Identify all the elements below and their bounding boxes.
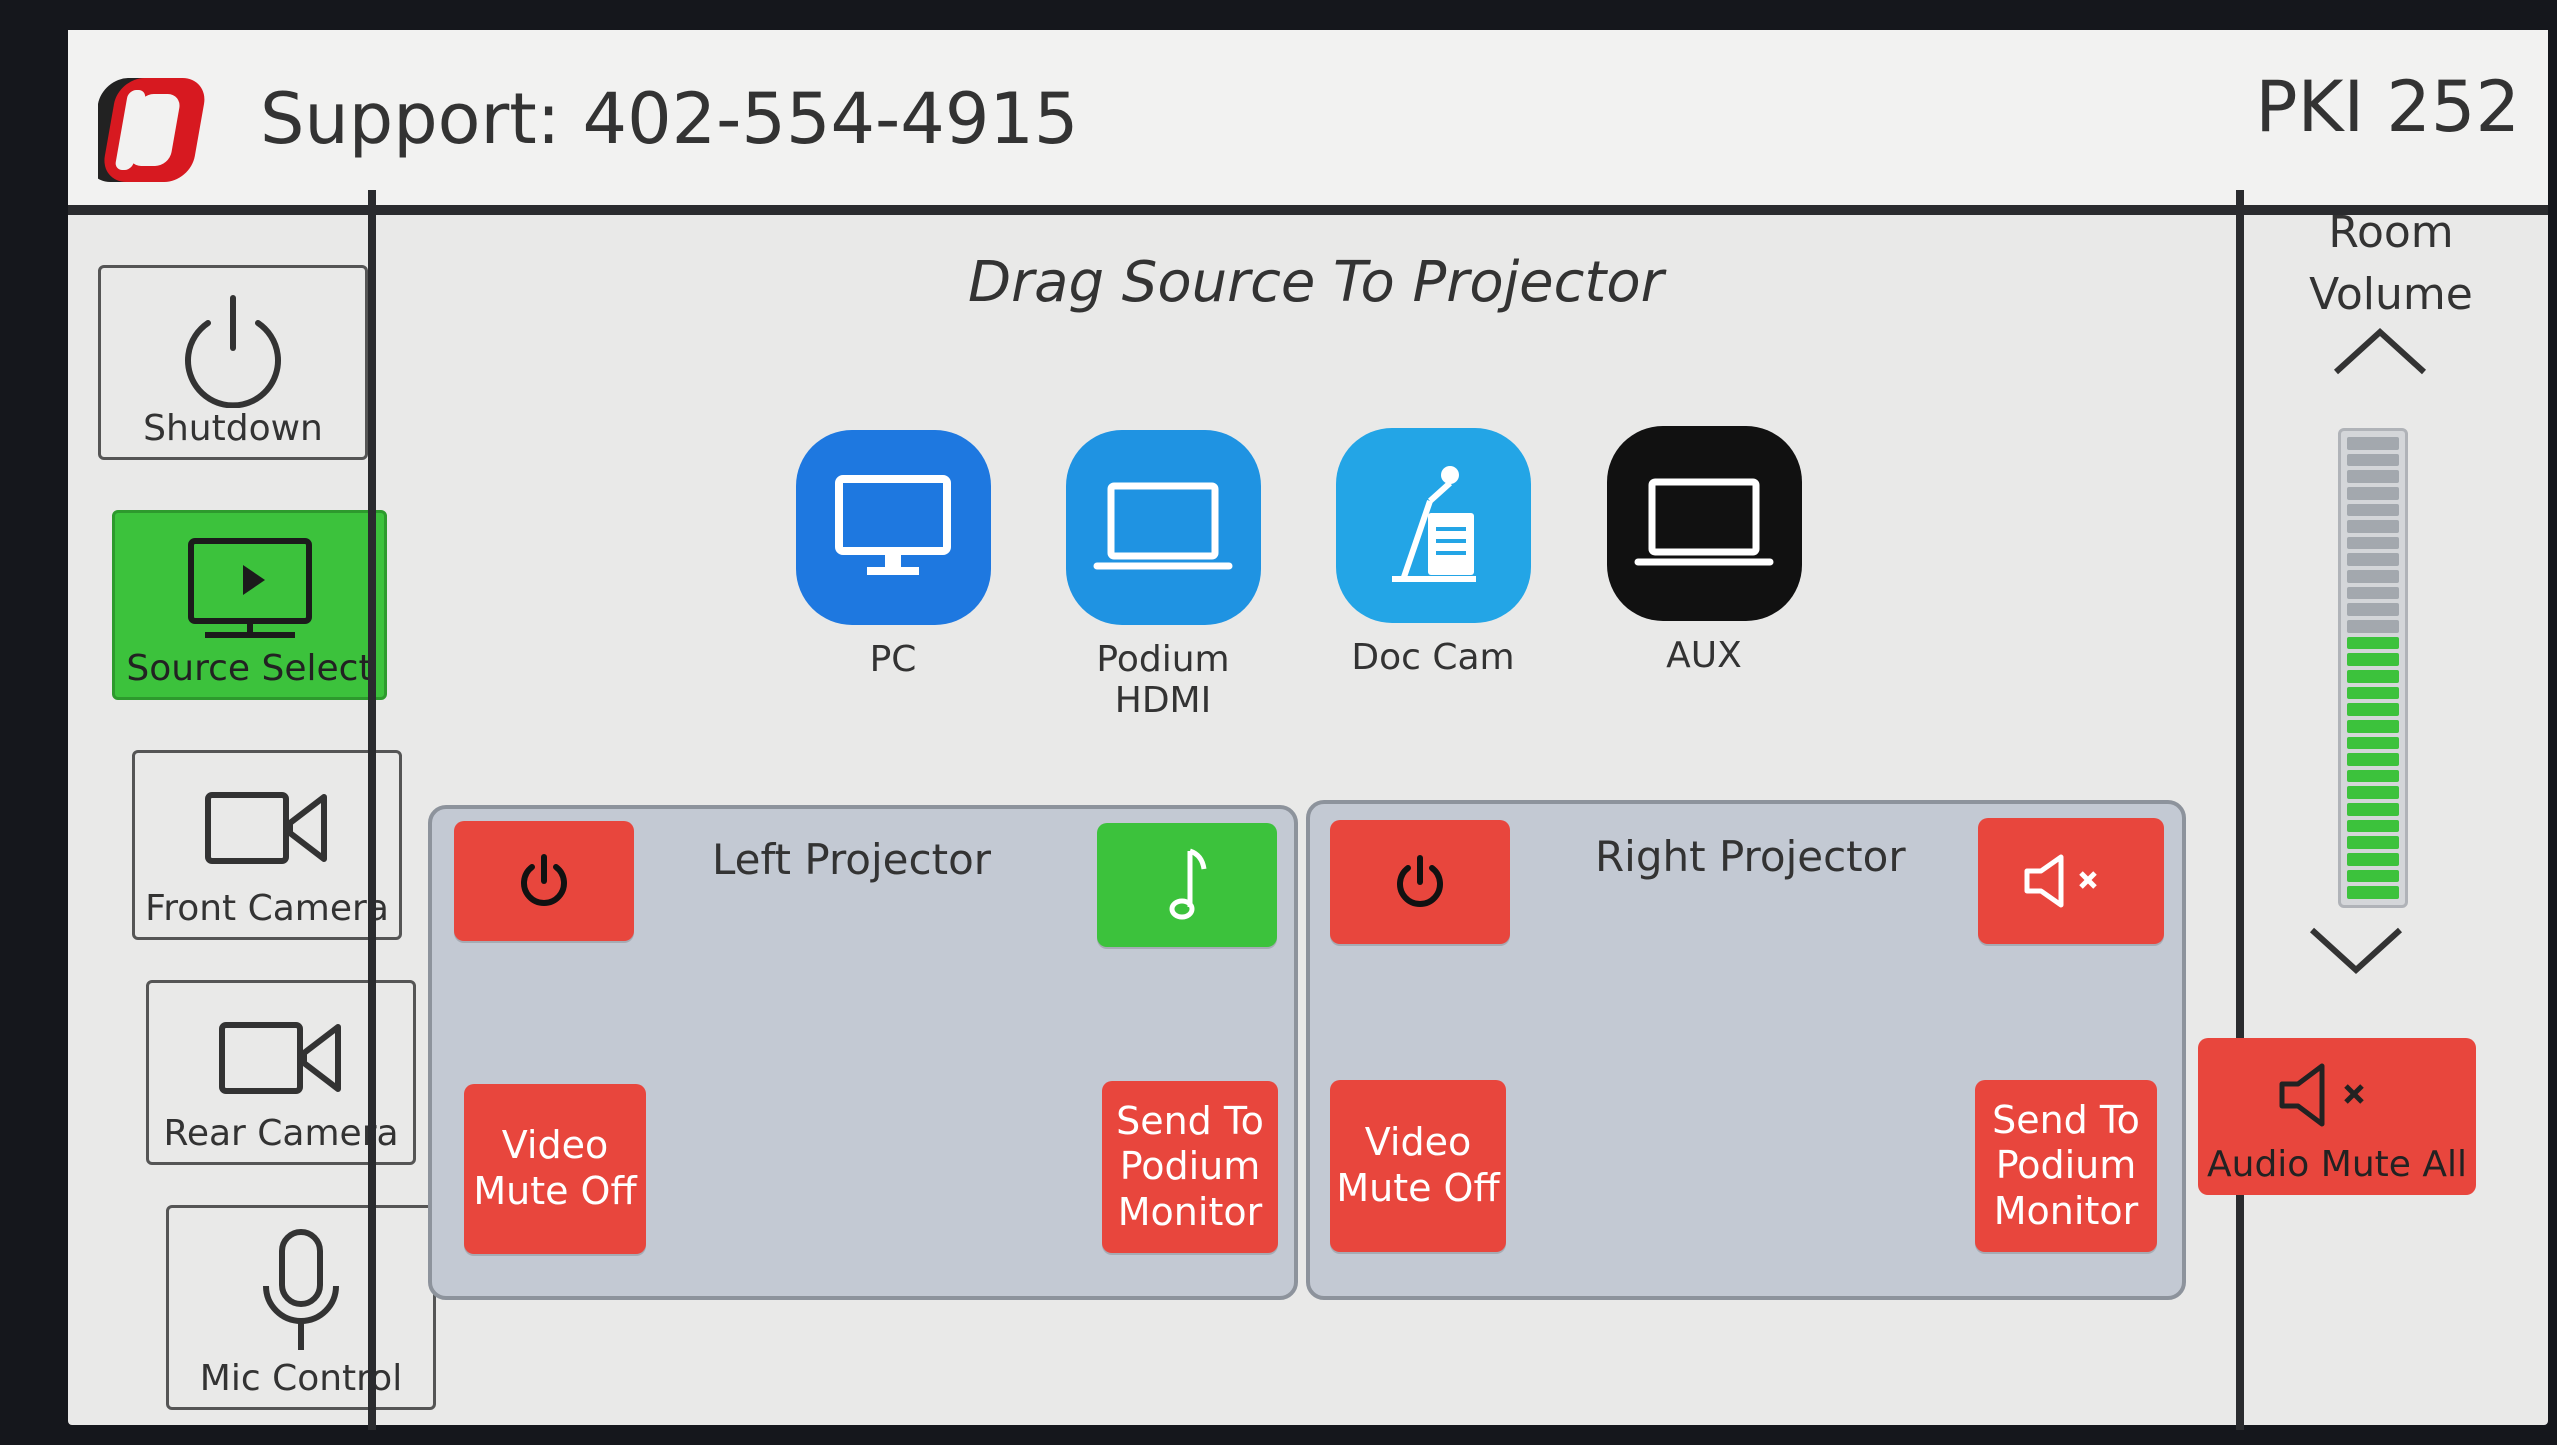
- volume-segment: [2347, 520, 2399, 533]
- nav-shutdown-label: Shutdown: [143, 408, 323, 449]
- nav-shutdown-button[interactable]: Shutdown: [98, 265, 368, 460]
- room-volume-label: Room Volume: [2309, 207, 2473, 320]
- source-aux-button[interactable]: AUX: [1604, 426, 1804, 676]
- volume-segment: [2347, 836, 2399, 850]
- volume-segment: [2347, 553, 2399, 567]
- nav-rear-camera-label: Rear Camera: [163, 1113, 399, 1154]
- volume-segment: [2347, 503, 2399, 517]
- left-projector-video-mute-button[interactable]: Video Mute Off: [464, 1084, 646, 1254]
- laptop-icon: [1093, 482, 1233, 569]
- right-projector-title: Right Projector: [1595, 832, 1906, 881]
- volume-segment: [2347, 753, 2399, 766]
- volume-segment: [2347, 437, 2399, 450]
- volume-segment: [2347, 769, 2399, 783]
- volume-segment: [2347, 620, 2399, 633]
- left-projector-power-button[interactable]: [454, 821, 634, 941]
- volume-segment: [2347, 786, 2399, 800]
- document-camera-icon: [1392, 465, 1476, 582]
- desktop-monitor-icon: [835, 474, 951, 575]
- volume-segment: [2347, 819, 2399, 833]
- volume-segment: [2347, 736, 2399, 750]
- power-icon: [185, 295, 281, 408]
- power-icon: [1397, 855, 1443, 907]
- source-aux-label: AUX: [1666, 635, 1742, 676]
- volume-segment: [2347, 653, 2399, 666]
- speaker-mute-icon: [2279, 1063, 2364, 1127]
- volume-down-chevron-icon[interactable]: [2306, 920, 2406, 980]
- source-aux-tile: [1606, 426, 1802, 621]
- audio-mute-all-label: Audio Mute All: [2207, 1144, 2467, 1185]
- right-projector-panel[interactable]: Right Projector Video Mute Off Send To P…: [1306, 800, 2186, 1300]
- volume-segment: [2347, 669, 2399, 683]
- source-pc-label: PC: [869, 639, 917, 680]
- speaker-mute-icon: [2024, 854, 2097, 908]
- right-projector-audio-mute-button[interactable]: [1978, 818, 2164, 944]
- volume-up-chevron-icon[interactable]: [2330, 322, 2430, 382]
- volume-segment: [2347, 853, 2399, 866]
- volume-segment: [2347, 886, 2399, 899]
- camera-icon: [219, 1022, 341, 1094]
- camera-icon: [205, 792, 327, 864]
- support-phone-text: Support: 402-554-4915: [260, 78, 1079, 160]
- source-doc-cam-tile: [1335, 428, 1531, 623]
- source-doc-cam-button[interactable]: Doc Cam: [1333, 428, 1533, 678]
- nav-front-camera-label: Front Camera: [145, 888, 389, 929]
- volume-segment: [2347, 703, 2399, 716]
- volume-segment: [2347, 536, 2399, 550]
- source-pc-button[interactable]: PC: [793, 430, 993, 680]
- right-projector-send-to-podium-button[interactable]: Send To Podium Monitor: [1975, 1080, 2157, 1252]
- main-panel: [368, 190, 2244, 1430]
- nav-front-camera-button[interactable]: Front Camera: [132, 750, 402, 940]
- volume-segment: [2347, 686, 2399, 700]
- volume-segment: [2347, 486, 2399, 500]
- source-doc-cam-label: Doc Cam: [1351, 637, 1515, 678]
- room-name: PKI 252: [2255, 66, 2520, 148]
- nav-source-select-button[interactable]: Source Select: [112, 510, 387, 700]
- volume-segment: [2347, 719, 2399, 733]
- volume-segment: [2347, 869, 2399, 883]
- nav-source-select-label: Source Select: [126, 648, 373, 689]
- left-projector-send-to-podium-button[interactable]: Send To Podium Monitor: [1102, 1081, 1278, 1253]
- touch-panel-screen: Support: 402-554-4915 PKI 252 Shutdown S…: [68, 30, 2548, 1430]
- volume-level-meter[interactable]: [2338, 428, 2408, 908]
- volume-segment: [2347, 603, 2399, 617]
- microphone-icon: [263, 1229, 339, 1350]
- volume-segment: [2347, 586, 2399, 600]
- left-projector-panel[interactable]: Left Projector Video Mute Off Send To Po…: [428, 805, 1298, 1300]
- right-projector-video-mute-button[interactable]: Video Mute Off: [1330, 1080, 1506, 1252]
- left-projector-audio-button[interactable]: [1097, 823, 1277, 947]
- source-podium-hdmi-label: Podium HDMI: [1096, 639, 1230, 721]
- header-bar: Support: 402-554-4915 PKI 252: [68, 30, 2548, 215]
- power-icon: [521, 854, 567, 906]
- volume-segment: [2347, 803, 2399, 816]
- volume-segment: [2347, 470, 2399, 483]
- volume-segment: [2347, 453, 2399, 467]
- volume-segment: [2347, 636, 2399, 650]
- music-note-icon: [1169, 848, 1207, 920]
- drag-source-title: Drag Source To Projector: [968, 250, 1664, 315]
- monitor-play-icon: [187, 538, 312, 638]
- laptop-icon: [1634, 478, 1774, 565]
- volume-segment: [2347, 570, 2399, 583]
- volume-bars: [2347, 437, 2399, 899]
- audio-mute-all-button[interactable]: Audio Mute All: [2198, 1038, 2476, 1195]
- left-projector-title: Left Projector: [712, 835, 992, 884]
- source-podium-hdmi-tile: [1065, 430, 1261, 625]
- source-pc-tile: [795, 430, 991, 625]
- university-logo-icon: [98, 78, 205, 182]
- right-projector-power-button[interactable]: [1330, 820, 1510, 944]
- source-podium-hdmi-button[interactable]: Podium HDMI: [1063, 430, 1263, 721]
